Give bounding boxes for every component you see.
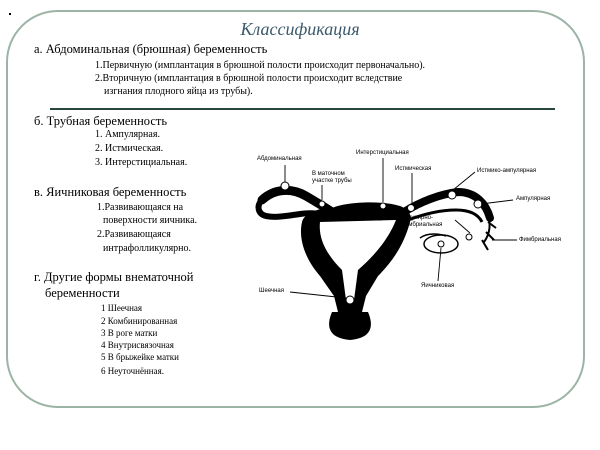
section-c-item-2: 2.Развивающаяся — [97, 229, 171, 240]
label-cervical: Шеечная — [259, 288, 284, 294]
section-a-item-2-cont: изгнания плодного яйца из трубы). — [104, 86, 253, 97]
section-a-item-1: 1.Первичную (имплантация в брюшной полос… — [95, 60, 426, 71]
section-b-heading: б. Трубная беременность — [34, 114, 168, 128]
section-c-item-1: 1.Развивающаяся на — [97, 202, 184, 213]
section-c-item-2-cont: интрафолликулярно. — [103, 243, 192, 254]
section-c-heading: в. Яичниковая беременность — [34, 185, 187, 199]
label-ampullar: Ампулярная — [516, 196, 551, 202]
section-d-item-5: 5 В брыжейке матки — [101, 352, 179, 362]
section-d-heading: г. Другие формы внематочной — [34, 270, 194, 284]
label-fimbrial: Фимбриальная — [519, 237, 561, 243]
slide-frame — [6, 10, 585, 408]
section-d-item-4: 4 Внутрисвязочная — [101, 340, 174, 350]
slide-title: Классификация — [240, 19, 360, 39]
section-a-item-2: 2.Вторичную (имплантация в брюшной полос… — [95, 73, 403, 84]
section-b-item-3: 3. Интерстициальная. — [95, 157, 188, 168]
corner-dot — [9, 13, 11, 15]
section-d-item-6: 6 Неуточнённая. — [101, 366, 164, 376]
section-d-item-3: 3 В роге матки — [101, 328, 158, 338]
label-ampullar-fimbrial-cont: фимбриальная — [400, 222, 443, 228]
label-interstitial: Интерстициальная — [356, 150, 409, 156]
uterus-body — [255, 186, 497, 340]
section-b-item-1: 1. Ампулярная. — [95, 129, 160, 140]
leader-lines — [284, 158, 517, 299]
label-abdominal: Абдоминальная — [257, 156, 302, 162]
label-in-uterine-tube: В маточном — [312, 171, 345, 177]
section-d-item-1: 1 Шеечная — [101, 303, 143, 313]
label-isthmic-ampullar: Истмико-ампулярная — [477, 168, 537, 174]
label-ovarian: Яичниковая — [421, 283, 455, 289]
section-a-heading: а. Абдоминальная (брюшная) беременность — [34, 42, 268, 56]
label-ampullar-fimbrial: Ампулярно- — [400, 215, 433, 221]
label-isthmic: Истмическая — [395, 166, 432, 172]
section-b-item-2: 2. Истмическая. — [95, 143, 164, 154]
section-d-heading-cont: беременности — [45, 286, 120, 300]
label-in-uterine-tube-cont: участке трубы — [312, 178, 352, 184]
section-c-item-1-cont: поверхности яичника. — [103, 215, 198, 226]
section-d-item-2: 2 Комбинированная — [101, 316, 178, 326]
section-divider — [50, 108, 555, 110]
